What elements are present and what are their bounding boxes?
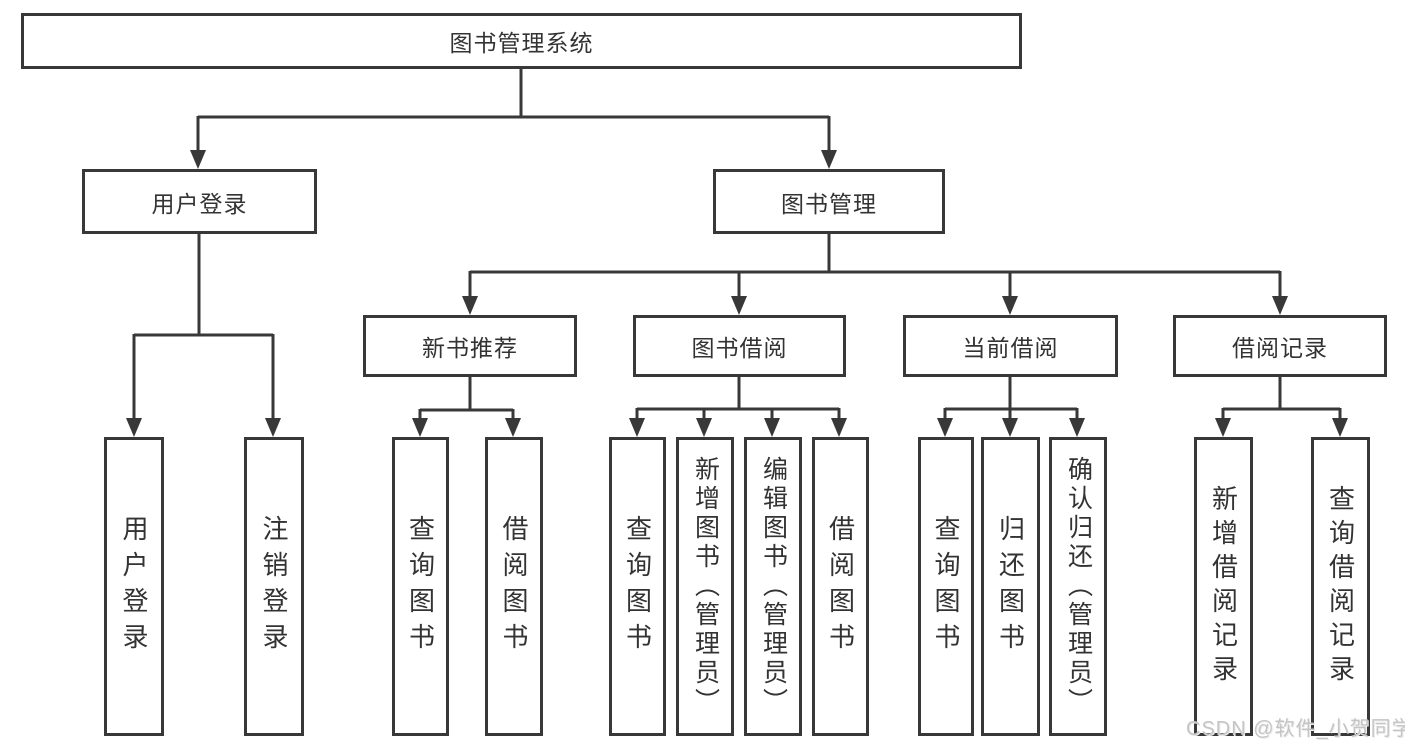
root-node-library-management-system: 图书管理系统 [21,13,1022,69]
leaf-node-query-books-1: 查询图书 [392,437,449,736]
leaf-node-logout: 注销登录 [244,437,304,736]
leaf-node-user-login: 用户登录 [104,437,164,736]
leaf-node-edit-books-admin: 编辑图书（管理员） [744,437,802,736]
arrowheads [126,150,1348,437]
leaf-node-query-books-2: 查询图书 [609,437,666,736]
leaf-node-add-books-admin: 新增图书（管理员） [676,437,734,736]
module-node-borrowing-records: 借阅记录 [1173,315,1387,377]
module-node-current-borrowing: 当前借阅 [903,315,1118,377]
branch-node-book-management: 图书管理 [713,169,945,234]
module-node-book-borrowing: 图书借阅 [633,315,846,377]
leaf-node-borrow-books-2: 借阅图书 [812,437,869,736]
leaf-node-add-borrow-record: 新增借阅记录 [1194,437,1253,736]
leaf-node-borrow-books-1: 借阅图书 [485,437,543,736]
leaf-node-confirm-return-admin: 确认归还（管理员） [1049,437,1107,736]
leaf-node-query-books-3: 查询图书 [918,437,974,736]
branch-node-user-login: 用户登录 [82,169,317,234]
csdn-watermark: CSDN @软件_小贺同学 [1186,718,1405,740]
module-node-new-book-recommendation: 新书推荐 [363,315,577,377]
leaf-node-query-borrow-record: 查询借阅记录 [1311,437,1370,736]
leaf-node-return-books: 归还图书 [981,437,1040,736]
